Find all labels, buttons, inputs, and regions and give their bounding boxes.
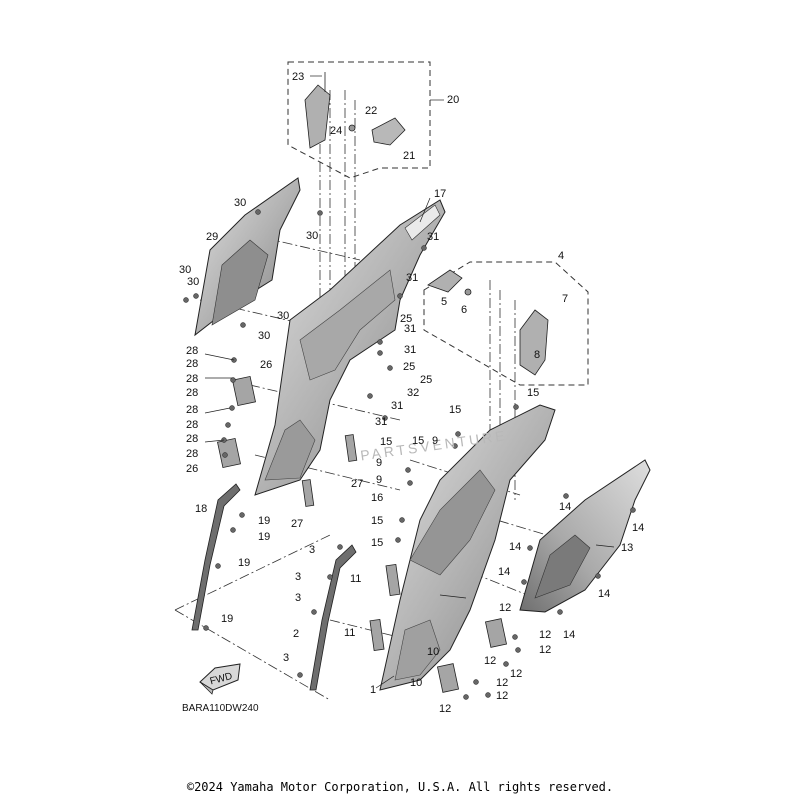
callout-27-b: 27	[291, 518, 303, 530]
callout-22: 22	[365, 105, 377, 117]
callout-9-a: 9	[432, 435, 438, 447]
callout-8: 8	[534, 349, 540, 361]
callout-26-a: 26	[260, 359, 272, 371]
left-upper-trim-panel	[194, 177, 301, 337]
callout-15-a: 15	[527, 387, 539, 399]
left-door-lower-panel	[379, 404, 556, 691]
callout-31-e: 31	[391, 400, 403, 412]
latch-assembly-4	[427, 269, 549, 376]
callout-31-c: 31	[404, 323, 416, 335]
callout-12-h: 12	[439, 703, 451, 715]
callout-19-a: 19	[258, 515, 270, 527]
callout-12-b: 12	[539, 629, 551, 641]
callout-26-b: 26	[186, 463, 198, 475]
callout-25-b: 25	[403, 361, 415, 373]
callout-11-b: 11	[344, 627, 355, 639]
callout-12-g: 12	[496, 690, 508, 702]
callout-25-c: 25	[420, 374, 432, 386]
callout-28-b: 28	[186, 358, 198, 370]
callout-3-d: 3	[283, 652, 289, 664]
callout-16: 16	[371, 492, 383, 504]
left-door-frame	[254, 199, 446, 496]
callout-11-a: 11	[350, 573, 361, 585]
callout-labels: 23 20 22 24 21 17 30 30 29 31 4 30 30 31…	[179, 71, 644, 715]
callout-14-c: 14	[509, 541, 521, 553]
callout-28-e: 28	[186, 404, 198, 416]
latch-assembly-20	[304, 72, 406, 149]
callout-14-d: 14	[498, 566, 510, 578]
callout-28-g: 28	[186, 433, 198, 445]
copyright-notice: ©2024 Yamaha Motor Corporation, U.S.A. A…	[186, 780, 614, 794]
callout-15-e: 15	[371, 515, 383, 527]
callout-24: 24	[330, 125, 342, 137]
callout-31-b: 31	[406, 272, 418, 284]
callout-15-d: 15	[380, 436, 392, 448]
callout-9-c: 9	[376, 474, 382, 486]
group-box-20	[287, 61, 431, 179]
callout-23: 23	[292, 71, 304, 83]
callout-32: 32	[407, 387, 419, 399]
callout-20: 20	[447, 94, 459, 106]
callout-3-a: 3	[309, 544, 315, 556]
callout-30-d: 30	[187, 276, 199, 288]
callout-1: 1	[370, 684, 376, 696]
callout-31-a: 31	[427, 231, 439, 243]
diagram-code: BARA110DW240	[182, 703, 259, 714]
door-seal-strip-2	[309, 544, 357, 691]
callout-13: 13	[621, 542, 633, 554]
callout-10-a: 10	[427, 646, 439, 658]
callout-19-d: 19	[221, 613, 233, 625]
callout-14-e: 14	[598, 588, 610, 600]
right-outer-panel	[519, 459, 651, 613]
callout-21: 21	[403, 150, 415, 162]
callout-2: 2	[293, 628, 299, 640]
callout-14-a: 14	[559, 501, 571, 513]
callout-30-a: 30	[234, 197, 246, 209]
callout-10-b: 10	[410, 677, 422, 689]
callout-4: 4	[558, 250, 564, 262]
callout-30-f: 30	[258, 330, 270, 342]
callout-28-c: 28	[186, 373, 198, 385]
callout-15-b: 15	[449, 404, 461, 416]
callout-12-e: 12	[510, 668, 522, 680]
callout-9-b: 9	[376, 457, 382, 469]
callout-28-d: 28	[186, 387, 198, 399]
callout-29: 29	[206, 231, 218, 243]
callout-17: 17	[434, 188, 446, 200]
fasteners	[183, 209, 636, 700]
callout-27-a: 27	[351, 478, 363, 490]
callout-18: 18	[195, 503, 207, 515]
callout-6: 6	[461, 304, 467, 316]
callout-15-f: 15	[371, 537, 383, 549]
callout-3-b: 3	[295, 571, 301, 583]
callout-14-b: 14	[632, 522, 644, 534]
callout-30-e: 30	[277, 310, 289, 322]
callout-19-b: 19	[258, 531, 270, 543]
callout-25-a: 25	[400, 313, 412, 325]
callout-30-b: 30	[306, 230, 318, 242]
callout-14-f: 14	[563, 629, 575, 641]
callout-7: 7	[562, 293, 568, 305]
callout-15-c: 15	[412, 435, 424, 447]
callout-12-a: 12	[499, 602, 511, 614]
callout-12-c: 12	[539, 644, 551, 656]
callout-28-f: 28	[186, 419, 198, 431]
callout-28-a: 28	[186, 345, 198, 357]
callout-12-f: 12	[496, 677, 508, 689]
left-seal-strip-18	[191, 483, 241, 631]
callout-31-f: 31	[375, 416, 387, 428]
callout-12-d: 12	[484, 655, 496, 667]
callout-19-c: 19	[238, 557, 250, 569]
callout-30-c: 30	[179, 264, 191, 276]
callout-3-c: 3	[295, 592, 301, 604]
callout-31-d: 31	[404, 344, 416, 356]
callout-leaders	[204, 75, 615, 689]
fwd-arrow-icon: FWD	[199, 663, 241, 695]
callout-5: 5	[441, 296, 447, 308]
callout-28-h: 28	[186, 448, 198, 460]
